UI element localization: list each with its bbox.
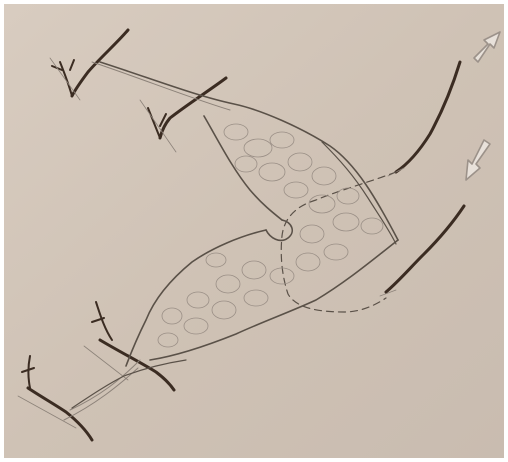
paper-background: [4, 4, 504, 458]
